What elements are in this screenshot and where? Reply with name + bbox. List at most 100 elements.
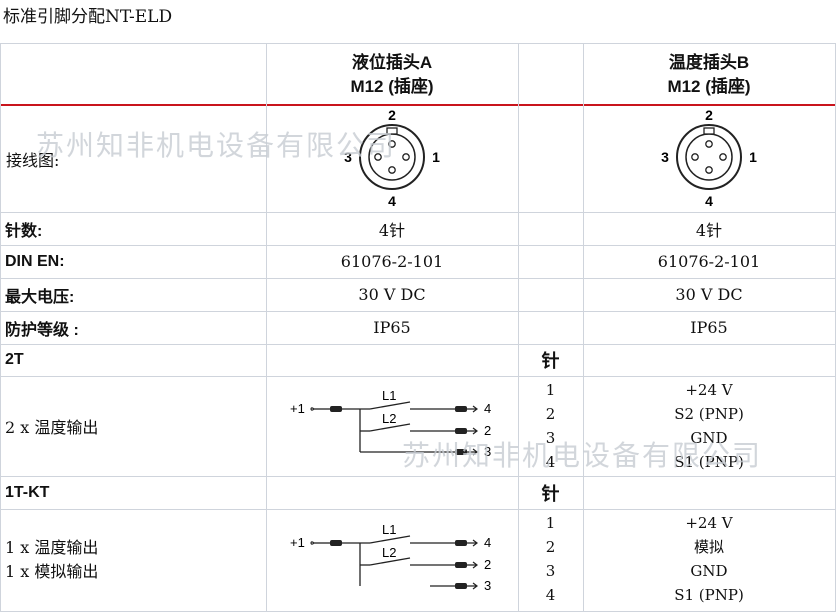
grid-line [583, 43, 584, 611]
header-connector-b: 温度插头B M12 (插座) [583, 48, 835, 102]
section-1tkt-label: 1T-KT [5, 483, 50, 501]
connector-a-diagram: 2 3 1 4 [344, 107, 440, 209]
pin-label-right: 1 [749, 149, 757, 165]
pin-2-dot [388, 140, 396, 148]
wire-out-2-label: 2 [484, 557, 491, 572]
switch-l1 [369, 535, 411, 544]
section-1tkt-signal-list: +24 V 模拟 GND S1 (PNP) [583, 511, 835, 607]
pin-label-right: 1 [432, 149, 440, 165]
grid-line [0, 611, 836, 612]
pin-signal: S1 (PNP) [674, 586, 744, 604]
max-voltage-b: 30 V DC [675, 285, 743, 304]
max-voltage-a: 30 V DC [358, 285, 426, 304]
pin-1-dot [719, 153, 727, 161]
wire-out-4-label: 4 [484, 535, 491, 550]
pin-label-left: 3 [661, 149, 669, 165]
wire-out-3-label: 3 [484, 444, 491, 459]
pin-count-label: 针数: [5, 222, 43, 240]
connector-key [703, 127, 715, 135]
grid-line [0, 509, 836, 510]
grid-line [0, 376, 836, 377]
section-2t-label: 2T [5, 351, 24, 368]
watermark: 苏州知非机电设备有限公司 [402, 439, 763, 472]
header-a-title: 液位插头A [351, 53, 433, 72]
max-voltage-label: 最大电压: [5, 288, 75, 306]
out-terminal-2 [455, 562, 467, 568]
switch-l2 [369, 423, 411, 432]
arrow-icon [467, 539, 478, 547]
switch-l2-label: L2 [382, 411, 396, 426]
section-1tkt-wiring-diagram: +1 L1 L2 4 2 3 [290, 522, 491, 593]
wire-in-label: +1 [290, 535, 305, 550]
pin-signal: S2 (PNP) [674, 405, 744, 423]
pin-3-dot [691, 153, 699, 161]
pin-number: 2 [545, 538, 556, 556]
pin-signal: GND [690, 429, 728, 447]
grid-line [0, 476, 836, 477]
header-divider [0, 104, 836, 106]
pin-label-bottom: 4 [705, 193, 713, 209]
grid-line [0, 43, 836, 44]
pin-label-top: 2 [388, 107, 396, 123]
pin-4-dot [705, 166, 713, 174]
grid-line [0, 344, 836, 345]
section-2t-signal-list: +24 V S2 (PNP) GND S1 (PNP) [583, 378, 835, 474]
switch-l2-label: L2 [382, 545, 396, 560]
pin-count-a: 4针 [378, 220, 406, 240]
pin-number: 1 [545, 514, 556, 532]
wire-out-4-label: 4 [484, 401, 491, 416]
section-2t-wiring-diagram: +1 L1 L2 4 2 3 [290, 388, 491, 459]
pin-label-bottom: 4 [388, 193, 396, 209]
pin-label-top: 2 [705, 107, 713, 123]
section-1tkt-description: 1 x 温度输出 1 x 模拟输出 [5, 536, 98, 584]
pin-1-dot [402, 153, 410, 161]
pin-signal: 模拟 [693, 538, 724, 556]
pin-signal: +24 V [685, 514, 733, 532]
pin-number: 3 [545, 429, 556, 447]
header-connector-a: 液位插头A M12 (插座) [266, 48, 518, 102]
wire-in-label: +1 [290, 401, 305, 416]
in-terminal [330, 540, 342, 546]
grid-line [0, 43, 1, 611]
switch-l2 [369, 557, 411, 566]
out-terminal-2 [455, 428, 467, 434]
pin-signal: +24 V [685, 381, 733, 399]
pin-2-dot [705, 140, 713, 148]
switch-l1 [369, 401, 411, 410]
switch-l1-label: L1 [382, 388, 396, 403]
description-line: 1 x 模拟输出 [5, 562, 99, 581]
grid-line [518, 43, 519, 611]
section-2t-description: 2 x 温度输出 [5, 418, 99, 437]
header-b-subtitle: M12 (插座) [667, 77, 751, 96]
header-a-subtitle: M12 (插座) [350, 77, 434, 96]
section-1tkt-pin-header: 针 [541, 483, 560, 504]
grid-line [0, 311, 836, 312]
din-en-a: 61076-2-101 [340, 252, 444, 271]
connector-outer-ring [359, 124, 425, 190]
arrow-icon [467, 582, 478, 590]
pin-number: 4 [545, 453, 556, 471]
din-en-label: DIN EN: [5, 252, 65, 270]
out-terminal-4 [455, 540, 467, 546]
pin-number: 3 [545, 562, 556, 580]
pin-number: 4 [545, 586, 556, 604]
pin-4-dot [388, 166, 396, 174]
grid-line [0, 245, 836, 246]
out-terminal-3 [455, 583, 467, 589]
pin-3-dot [374, 153, 382, 161]
out-terminal-3 [455, 449, 467, 455]
in-plug-icon [310, 541, 315, 545]
in-plug-icon [310, 407, 315, 411]
pin-signal: S1 (PNP) [674, 453, 744, 471]
out-terminal-4 [455, 406, 467, 412]
pin-signal: GND [690, 562, 728, 580]
watermark: 苏州知非机电设备有限公司 [36, 129, 397, 162]
protection-a: IP65 [373, 318, 411, 337]
wire-out-2-label: 2 [484, 423, 491, 438]
grid-line [266, 43, 267, 611]
wire-out-3-label: 3 [484, 578, 491, 593]
header-b-title: 温度插头B [668, 53, 750, 72]
section-2t-pin-header: 针 [541, 351, 560, 371]
protection-b: IP65 [690, 318, 728, 337]
pin-count-b: 4针 [695, 220, 723, 240]
